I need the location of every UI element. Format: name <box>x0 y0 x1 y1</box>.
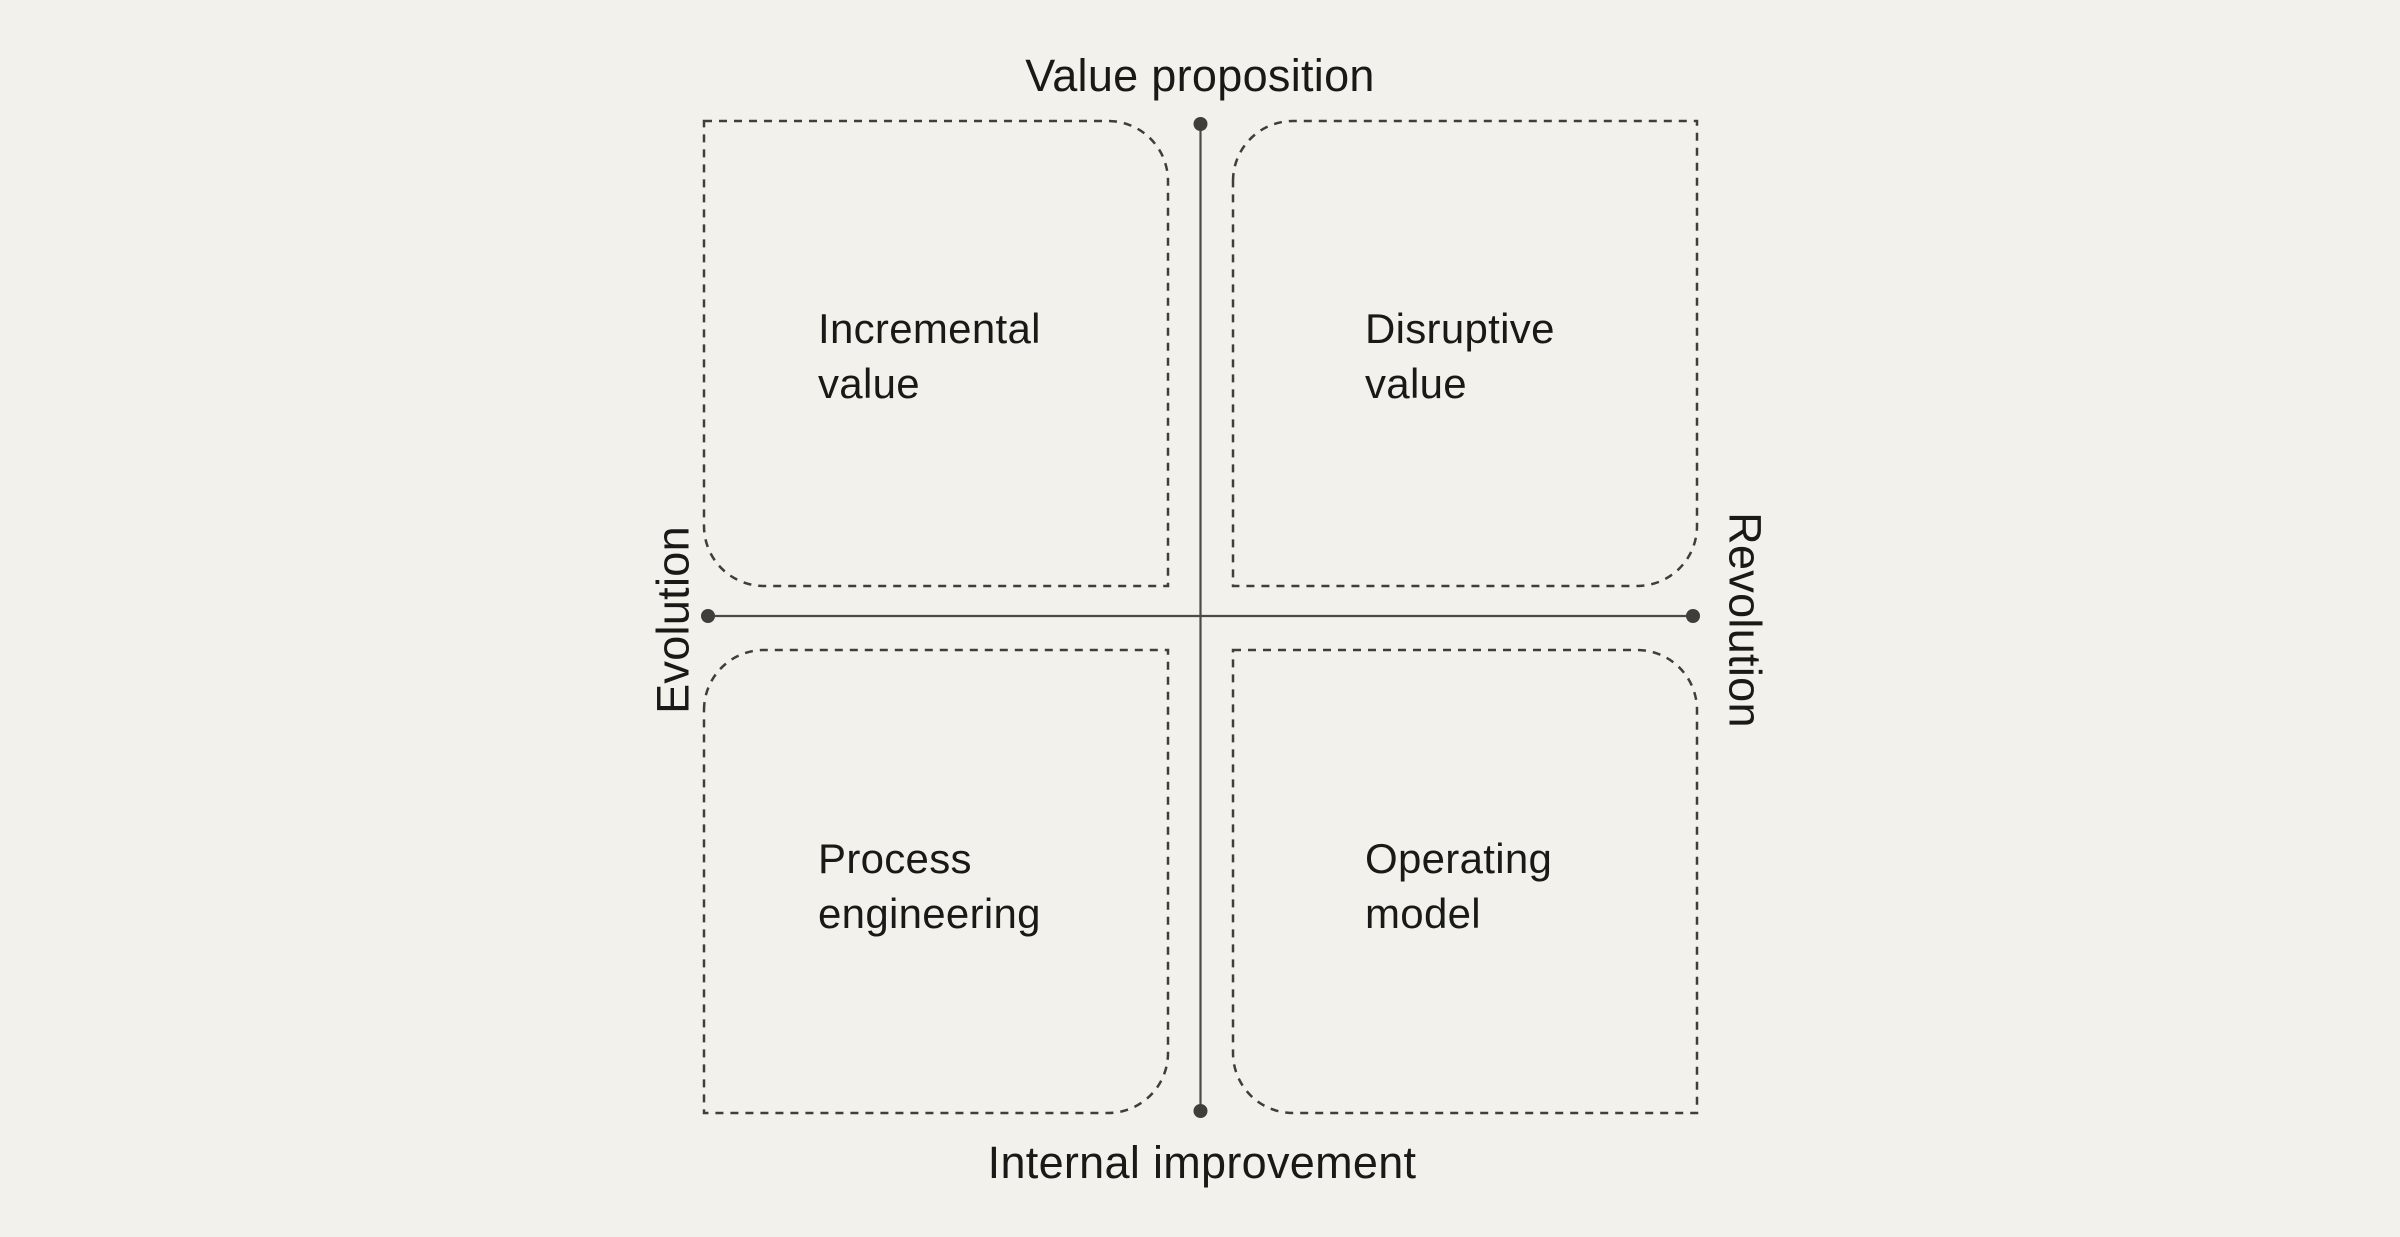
axis-label-bottom: Internal improvement <box>988 1137 1417 1188</box>
axis-label-right: Revolution <box>1720 512 1771 728</box>
quadrant-box-bottom-left <box>702 648 1170 1115</box>
quadrant-label-line: Disruptive <box>1365 305 1555 352</box>
quadrant-label-line: model <box>1365 890 1481 937</box>
axis-dot-top <box>1193 117 1208 131</box>
quadrant-label-bottom-left: Process engineering <box>818 835 1041 937</box>
quadrant-label-line: Operating <box>1365 835 1552 882</box>
quadrant-label-line: value <box>818 360 920 407</box>
quadrant-label-line: value <box>1365 360 1467 407</box>
axis-label-left: Evolution <box>648 526 699 714</box>
quadrant-label-line: engineering <box>818 890 1041 937</box>
axis-dot-left <box>701 609 715 623</box>
axis-dot-bottom <box>1193 1104 1208 1118</box>
quadrant-label-top-left: Incremental value <box>818 305 1041 407</box>
axis-dot-right <box>1686 609 1700 623</box>
quadrant-box-top-right <box>1231 119 1699 588</box>
quadrant-label-bottom-right: Operating model <box>1365 835 1552 937</box>
quadrant-box-bottom-right <box>1231 648 1699 1115</box>
axis-label-top: Value proposition <box>1025 50 1375 101</box>
quadrant-label-line: Incremental <box>818 305 1041 352</box>
quadrant-box-top-left <box>702 119 1170 588</box>
quadrant-label-line: Process <box>818 835 972 882</box>
quadrant-label-top-right: Disruptive value <box>1365 305 1555 407</box>
